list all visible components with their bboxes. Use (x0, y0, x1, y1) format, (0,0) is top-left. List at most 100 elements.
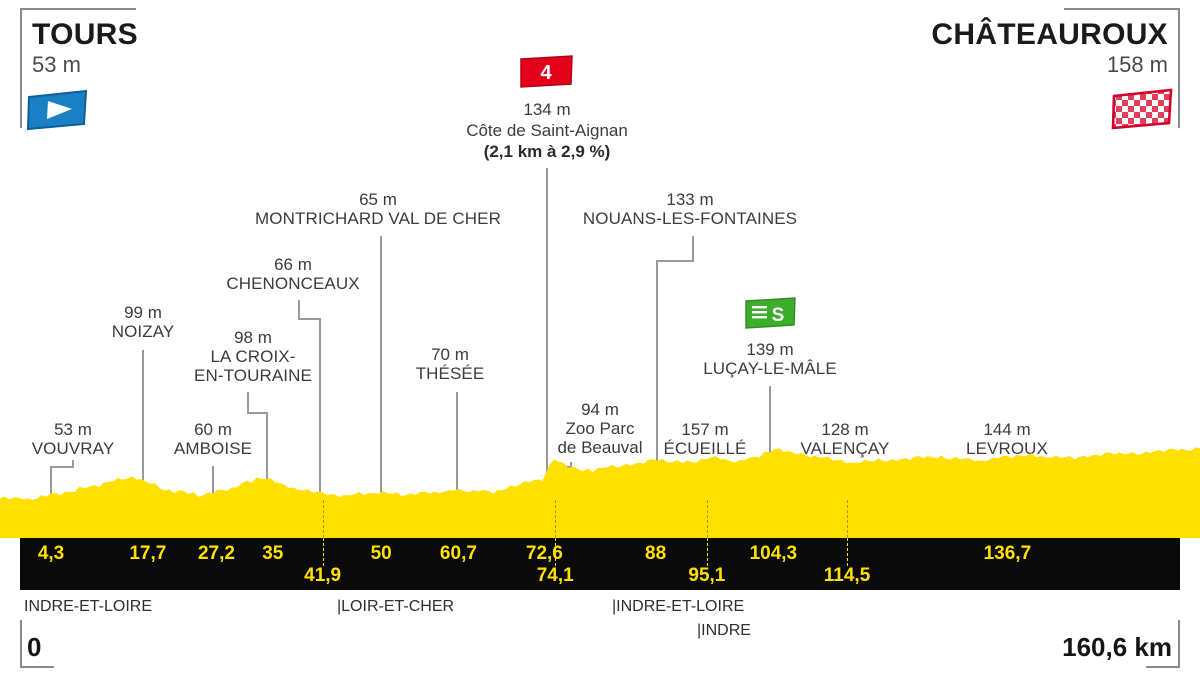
km-marker-label: 136,7 (983, 543, 1032, 564)
poi-leader-line (656, 260, 658, 520)
poi-name-2: EN-TOURAINE (194, 366, 312, 386)
poi-leader-line (50, 466, 52, 520)
poi-altitude: 157 m (681, 420, 729, 439)
poi-altitude: 53 m (54, 420, 92, 439)
finish-bracket-top (1064, 8, 1180, 10)
poi-altitude: 65 m (359, 190, 397, 209)
km-marker-label: 60,7 (439, 543, 477, 564)
km-marker-label: 50 (370, 543, 392, 564)
km-marker-label: 17,7 (129, 543, 167, 564)
poi-leader-line (692, 236, 694, 262)
poi-amboise: 60 m AMBOISE (174, 420, 252, 458)
poi-altitude: 66 m (274, 255, 312, 274)
poi-altitude: 128 m (821, 420, 869, 439)
poi-name: ÉCUEILLÉ (663, 439, 747, 459)
poi-name: VALENÇAY (800, 439, 890, 459)
poi-la-croix-en-touraine: 98 m LA CROIX- EN-TOURAINE (194, 328, 312, 385)
svg-text:S: S (772, 305, 785, 326)
department-indre: |INDRE (697, 622, 751, 639)
sprint-altitude: 139 m (746, 340, 794, 359)
poi-leader-line (142, 350, 144, 520)
poi-leader-line (212, 466, 214, 520)
poi-altitude: 60 m (194, 420, 232, 439)
poi-name: AMBOISE (173, 439, 253, 459)
footer-start-bracket (20, 620, 22, 668)
poi-leader-line (298, 300, 300, 320)
poi-name: LA CROIX- (210, 347, 296, 367)
climb-name: Côte de Saint-Aignan (466, 121, 628, 140)
poi-name: LEVROUX (966, 439, 1048, 459)
start-bracket (20, 8, 22, 128)
poi-name: MONTRICHARD VAL DE CHER (255, 209, 501, 229)
climb-altitude: 134 m (523, 100, 571, 119)
km-marker-label: 74,1 (536, 565, 574, 586)
poi-name: Zoo Parc (565, 419, 635, 439)
km-marker-label: 95,1 (688, 565, 726, 586)
poi-altitude: 94 m (581, 400, 619, 419)
start-bracket-top (20, 8, 136, 10)
km-marker-label: 114,5 (823, 565, 871, 586)
poi-leader-line (247, 392, 249, 414)
km-marker-label: 41,9 (304, 565, 342, 586)
poi-leader-line (72, 460, 74, 468)
elevation-profile (0, 420, 1200, 538)
km-tick-upper (706, 500, 708, 538)
finish-altitude: 158 m (1106, 52, 1168, 77)
km-tick (847, 538, 849, 566)
footer-start-km: 0 (27, 632, 42, 662)
climb-flag-icon: 4 (519, 54, 575, 92)
km-marker-label: 35 (262, 543, 284, 564)
department-indre-et-loire-1: INDRE-ET-LOIRE (24, 598, 153, 615)
start-altitude: 53 m (32, 52, 81, 77)
poi-noizay: 99 m NOIZAY (112, 303, 175, 341)
km-tick (322, 538, 324, 566)
poi-leader-line (247, 412, 267, 414)
km-marker-label: 88 (645, 543, 667, 564)
poi-zoo-parc-de-beauval: 94 m Zoo Parc de Beauval (557, 400, 642, 457)
poi-ecueille: 157 m ÉCUEILLÉ (663, 420, 746, 458)
poi-chenonceaux: 66 m CHENONCEAUX (226, 255, 359, 293)
department-loir-et-cher: |LOIR-ET-CHER (337, 598, 455, 615)
km-marker-label: 4,3 (37, 543, 65, 564)
poi-name: CHENONCEAUX (226, 274, 360, 294)
poi-nouans-les-fontaines: 133 m NOUANS-LES-FONTAINES (583, 190, 797, 228)
sprint-label: 139 m LUÇAY-LE-MÂLE (703, 340, 837, 378)
sprint-name: LUÇAY-LE-MÂLE (703, 359, 837, 379)
footer-finish-bracket (1178, 620, 1180, 668)
poi-name-2: de Beauval (557, 438, 643, 458)
climb-detail: (2,1 km à 2,9 %) (483, 142, 611, 161)
poi-leader-line (266, 412, 268, 520)
km-marker-label: 72,6 (525, 543, 563, 564)
svg-text:4: 4 (540, 62, 552, 84)
poi-altitude: 70 m (431, 345, 469, 364)
poi-leader-line (456, 392, 458, 520)
sprint-flag-icon: S (744, 296, 798, 332)
poi-leader-line (319, 318, 321, 520)
finish-bracket (1178, 8, 1180, 128)
poi-thesee: 70 m THÉSÉE (416, 345, 485, 383)
km-marker-label: 27,2 (197, 543, 235, 564)
poi-montrichard-val-de-cher: 65 m MONTRICHARD VAL DE CHER (255, 190, 501, 228)
checkered-flag-icon (1110, 88, 1174, 132)
km-tick (706, 538, 708, 566)
department-indre-et-loire-2: |INDRE-ET-LOIRE (612, 598, 745, 615)
km-marker-label: 104,3 (749, 543, 798, 564)
poi-leader-line (50, 466, 74, 468)
climb-leader-line (546, 168, 548, 520)
poi-leader-line (656, 260, 694, 262)
start-city-name: TOURS (32, 18, 138, 51)
km-tick (555, 538, 557, 566)
finish-city-name: CHÂTEAUROUX (931, 18, 1168, 51)
poi-altitude: 99 m (124, 303, 162, 322)
footer-finish-bracket-bottom (1146, 666, 1180, 668)
footer-total-km: 160,6 km (1062, 632, 1172, 662)
km-tick-upper (322, 500, 324, 538)
poi-name: NOIZAY (111, 322, 175, 342)
poi-name: THÉSÉE (415, 364, 485, 384)
poi-altitude: 133 m (666, 190, 714, 209)
poi-name: NOUANS-LES-FONTAINES (582, 209, 798, 229)
poi-levroux: 144 m LEVROUX (966, 420, 1048, 458)
poi-altitude: 98 m (234, 328, 272, 347)
poi-leader-line (380, 236, 382, 520)
poi-altitude: 144 m (983, 420, 1031, 439)
